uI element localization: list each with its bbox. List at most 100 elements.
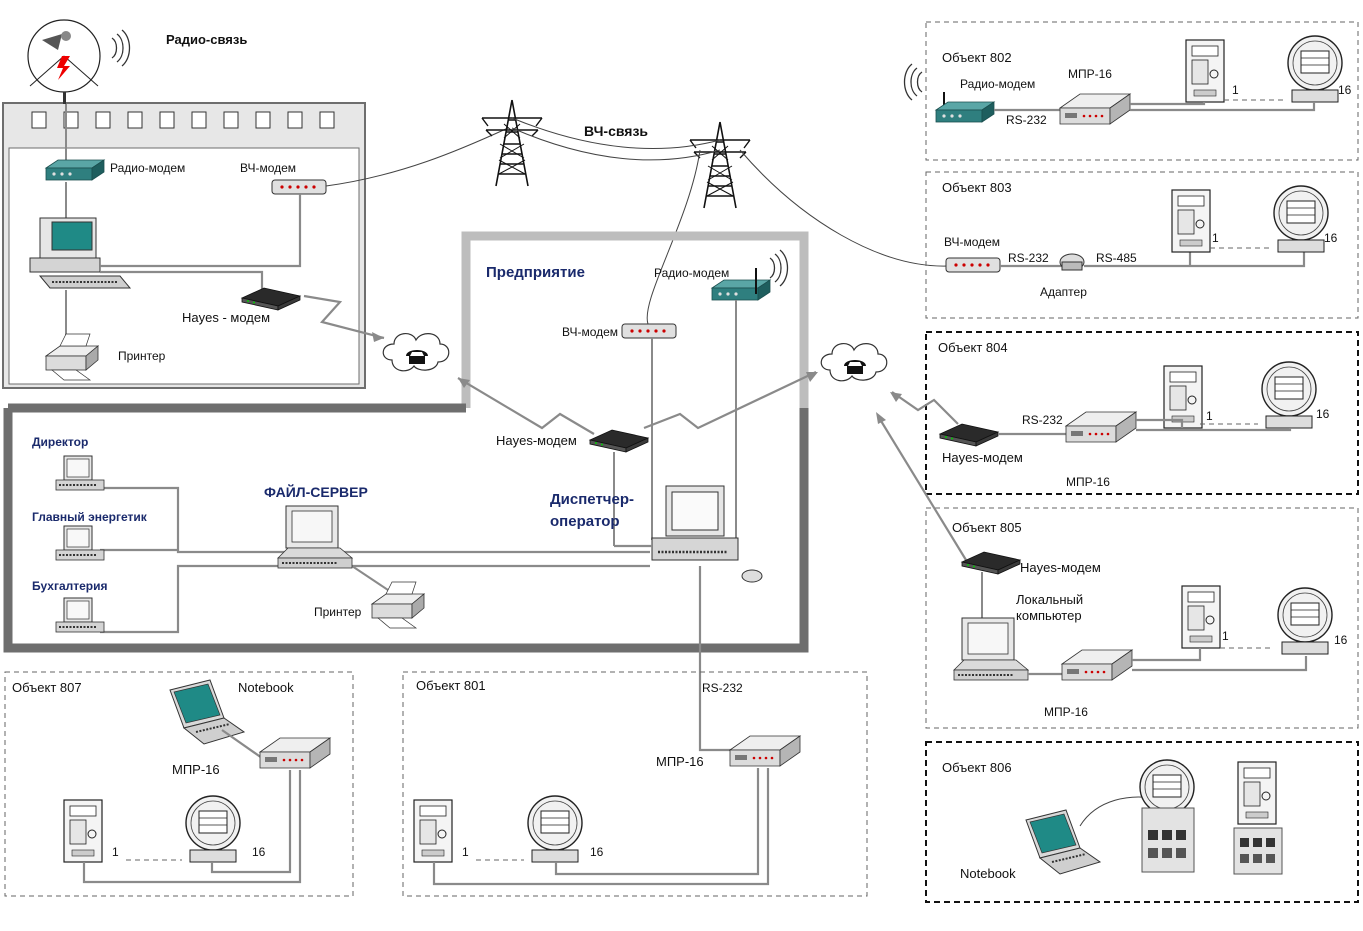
object-807-mpr-label: МПР-16 (172, 762, 220, 777)
chief-engineer-label: Главный энергетик (32, 510, 148, 524)
object-801-mpr-label: МПР-16 (656, 754, 704, 769)
object-804-hayes-modem-label: Hayes-модем (942, 450, 1023, 465)
object-805-meter-last: 16 (1334, 633, 1348, 647)
object-805-meter-first: 1 (1222, 629, 1229, 643)
object-806-meter-icon (1237, 761, 1277, 825)
power-tower-left-icon (481, 99, 543, 187)
object-801-meter-last: 16 (590, 845, 604, 859)
object-802-radio-modem-icon (935, 101, 995, 123)
enterprise-hf-modem-label: ВЧ-модем (562, 325, 618, 339)
object-802-radio-modem-label: Радио-модем (960, 77, 1035, 91)
rs232-801-label: RS-232 (702, 681, 743, 695)
object-802-rs232-label: RS-232 (1006, 113, 1047, 127)
director-label: Директор (32, 435, 88, 449)
object-807-meter-1-icon (63, 799, 103, 863)
enterprise-dialup-left (457, 377, 595, 435)
object-807-notebook-icon (169, 679, 245, 745)
office-printer-label: Принтер (314, 605, 362, 619)
file-server-icon (277, 505, 353, 569)
object-806-title: Объект 806 (942, 760, 1012, 775)
object-807-meter-16-icon (185, 795, 241, 863)
object-805-dialup-link (877, 415, 967, 561)
object-807-notebook-label: Notebook (238, 680, 294, 695)
object-805-panel (925, 507, 1359, 729)
object-802-meter-first: 1 (1232, 83, 1239, 97)
object-804-panel (925, 331, 1359, 495)
object-805-hayes-modem-icon (961, 551, 1021, 575)
station-hayes-modem-label: Hayes - модем (182, 310, 270, 325)
station-hf-modem-icon (271, 179, 327, 195)
director-computer-icon (55, 455, 105, 491)
object-801-meter-1-icon (413, 799, 453, 863)
object-807-panel (4, 671, 354, 897)
object-803-hf-modem-label: ВЧ-модем (944, 235, 1000, 249)
object-801-meter-16-icon (527, 795, 583, 863)
object-805-hayes-modem-label: Hayes-модем (1020, 560, 1101, 575)
file-server-label: ФАЙЛ-СЕРВЕР (264, 483, 368, 500)
object-802-meter-last: 16 (1338, 83, 1352, 97)
station-hf-modem-label: ВЧ-модем (240, 161, 296, 175)
enterprise-radio-waves-icon (769, 249, 789, 287)
station-radio-modem-label: Радио-модем (110, 161, 185, 175)
object-803-title: Объект 803 (942, 180, 1012, 195)
object-803-adapter-icon (1059, 253, 1085, 271)
station-dialup-link (303, 294, 385, 340)
radio-waves-icon (111, 29, 131, 67)
object-805-title: Объект 805 (952, 520, 1022, 535)
dispatcher-label-line1: Диспетчер- (550, 491, 634, 508)
object-802-meter-16-icon (1287, 35, 1343, 103)
object-801-mpr-icon (729, 735, 801, 767)
object-801-title: Объект 801 (416, 678, 486, 693)
object-804-meter-last: 16 (1316, 407, 1330, 421)
power-tower-right-icon (689, 121, 751, 209)
object-803-panel (925, 171, 1359, 319)
object-807-mpr-icon (259, 737, 331, 769)
object-803-meter-1-icon (1171, 189, 1211, 253)
radio-link-label: Радио-связь (166, 32, 247, 47)
object-803-rs232-label: RS-232 (1008, 251, 1049, 265)
object-806-notebook-icon (1025, 809, 1101, 875)
object-804-rs232-label: RS-232 (1022, 413, 1063, 427)
object-803-meter-last: 16 (1324, 231, 1338, 245)
object-807-meter-first: 1 (112, 845, 119, 859)
object-805-local-computer-icon (953, 617, 1029, 681)
accounting-label: Бухгалтерия (32, 579, 108, 593)
object-807-title: Объект 807 (12, 680, 82, 695)
object-801-meter-first: 1 (462, 845, 469, 859)
object-804-title: Объект 804 (938, 340, 1008, 355)
object-806-port-block-left-icon (1141, 807, 1195, 873)
enterprise-radio-modem-label: Радио-модем (654, 266, 729, 280)
phone-cloud-left-icon (382, 332, 450, 372)
object-804-mpr-label: МПР-16 (1066, 475, 1110, 489)
object-804-meter-1-icon (1163, 365, 1203, 429)
object-806-port-block-right-icon (1233, 827, 1283, 875)
object-803-meter-16-icon (1273, 185, 1329, 253)
object-805-meter-1-icon (1181, 585, 1221, 649)
enterprise-label: Предприятие (486, 264, 585, 281)
station-radio-modem-icon (45, 159, 105, 181)
object-805-local-pc-label-2: компьютер (1016, 608, 1082, 623)
object-803-adapter-label: Адаптер (1040, 285, 1087, 299)
enterprise-hf-modem-icon (621, 323, 677, 339)
object-806-notebook-label: Notebook (960, 866, 1016, 881)
object-803-meter-first: 1 (1212, 231, 1219, 245)
object-802-title: Объект 802 (942, 50, 1012, 65)
object-805-meter-16-icon (1277, 587, 1333, 655)
object-804-dialup-link (891, 391, 959, 425)
dispatcher-computer-icon (651, 485, 763, 583)
object-804-hayes-modem-icon (939, 423, 999, 447)
object-805-mpr-label: МПР-16 (1044, 705, 1088, 719)
station-printer-label: Принтер (118, 349, 166, 363)
phone-cloud-right-icon (820, 342, 888, 382)
object-804-meter-first: 1 (1206, 409, 1213, 423)
hf-line-station (325, 127, 509, 187)
enterprise-frame (3, 231, 809, 653)
hf-link-label: ВЧ-связь (584, 123, 648, 139)
object-806-panel (925, 741, 1359, 903)
office-printer-icon (371, 581, 425, 629)
object-802-panel (925, 21, 1359, 161)
object-801-panel (402, 671, 868, 897)
object-807-meter-last: 16 (252, 845, 266, 859)
object-805-mpr-icon (1061, 649, 1133, 681)
